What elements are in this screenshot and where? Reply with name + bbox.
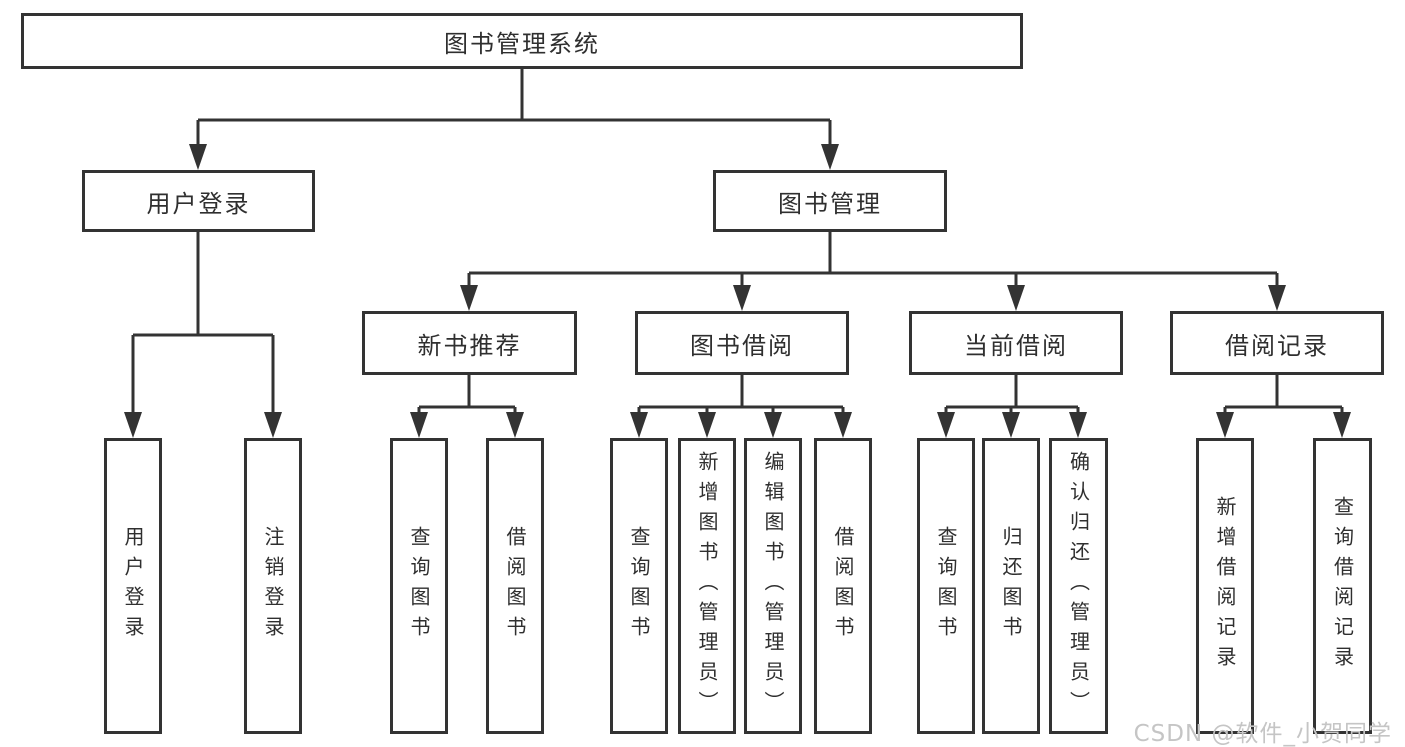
watermark-text: CSDN @软件_小贺同学: [1133, 721, 1392, 747]
arrowhead: [1268, 285, 1286, 311]
leaf-query-books-borrowing: 查询图书: [610, 438, 668, 734]
leaf-borrow-books: 借阅图书: [814, 438, 872, 734]
arrowhead: [821, 144, 839, 170]
arrowhead: [698, 412, 716, 438]
leaf-query-borrow-record: 查询借阅记录: [1313, 438, 1372, 734]
leaf-edit-book-admin: 编辑图书（管理员）: [744, 438, 802, 734]
arrowhead: [264, 412, 282, 438]
leaf-borrow-books-recommend: 借阅图书: [486, 438, 544, 734]
arrowhead: [764, 412, 782, 438]
arrowhead: [189, 144, 207, 170]
arrowhead: [1216, 412, 1234, 438]
arrowhead: [460, 285, 478, 311]
node-book-management: 图书管理: [713, 170, 947, 232]
leaf-confirm-return-admin: 确认归还（管理员）: [1049, 438, 1108, 734]
node-root: 图书管理系统: [21, 13, 1023, 69]
arrowhead: [937, 412, 955, 438]
leaf-query-books-recommend: 查询图书: [390, 438, 448, 734]
arrowhead: [630, 412, 648, 438]
arrowhead: [1333, 412, 1351, 438]
leaf-add-borrow-record: 新增借阅记录: [1196, 438, 1254, 734]
arrowhead: [1007, 285, 1025, 311]
arrowhead: [506, 412, 524, 438]
node-user-login: 用户登录: [82, 170, 315, 232]
node-book-borrowing: 图书借阅: [635, 311, 849, 375]
node-borrowing-records: 借阅记录: [1170, 311, 1384, 375]
arrowhead: [1069, 412, 1087, 438]
arrowhead: [1002, 412, 1020, 438]
arrowhead: [733, 285, 751, 311]
arrowhead: [834, 412, 852, 438]
arrowhead: [124, 412, 142, 438]
leaf-return-books: 归还图书: [982, 438, 1040, 734]
leaf-add-book-admin: 新增图书（管理员）: [678, 438, 736, 734]
leaf-query-books-current: 查询图书: [917, 438, 975, 734]
node-current-borrowing: 当前借阅: [909, 311, 1123, 375]
leaf-user-login: 用户登录: [104, 438, 162, 734]
arrowhead: [410, 412, 428, 438]
node-new-book-recommend: 新书推荐: [362, 311, 577, 375]
leaf-logout: 注销登录: [244, 438, 302, 734]
